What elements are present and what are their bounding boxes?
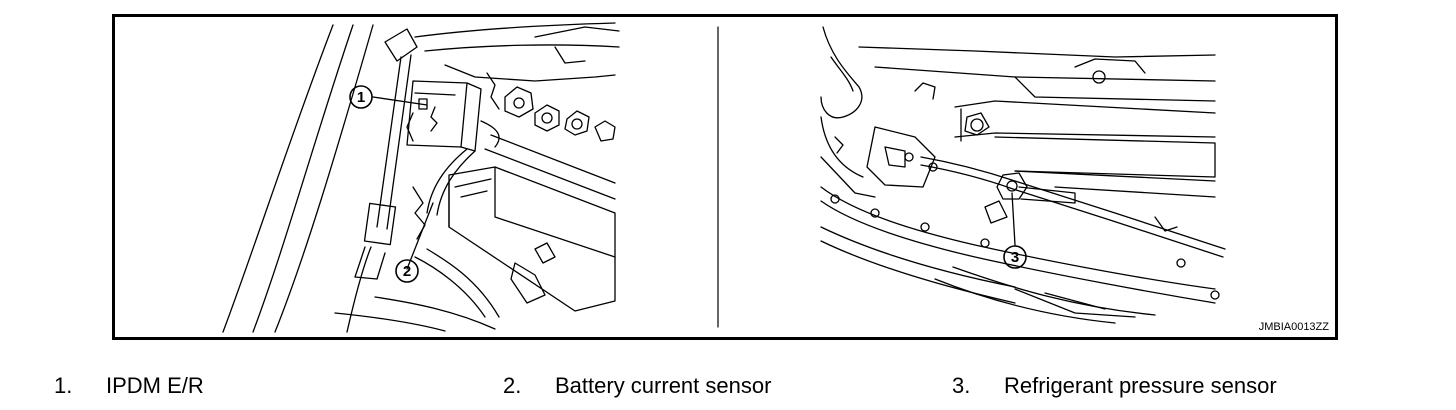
legend-item-refrigerant-pressure-sensor: 3. Refrigerant pressure sensor <box>952 372 1277 400</box>
callout-1-label: 1 <box>357 89 365 106</box>
right-engine-illustration <box>820 26 1226 324</box>
legend-number: 2. <box>503 373 522 398</box>
engine-compartment-figure: 1 2 3 JMBIA0013ZZ <box>112 14 1338 340</box>
callout-3-label: 3 <box>1011 249 1019 266</box>
legend-item-battery-current-sensor: 2. Battery current sensor <box>503 372 771 400</box>
callout-1-circle <box>349 85 373 109</box>
callout-2-circle <box>395 259 419 283</box>
callout-2-label: 2 <box>403 263 411 280</box>
left-engine-illustration <box>222 22 620 333</box>
figure-drawing: 1 2 3 <box>222 22 1226 333</box>
legend-number: 3. <box>952 373 971 398</box>
legend-label: Refrigerant pressure sensor <box>1004 373 1277 398</box>
image-id-label: JMBIA0013ZZ <box>1258 321 1329 333</box>
legend-label: Battery current sensor <box>555 373 772 398</box>
legend-number: 1. <box>54 373 73 398</box>
legend-label: IPDM E/R <box>106 373 204 398</box>
legend-item-ipdm: 1. IPDM E/R <box>54 372 204 400</box>
callout-3-circle <box>1003 245 1027 269</box>
